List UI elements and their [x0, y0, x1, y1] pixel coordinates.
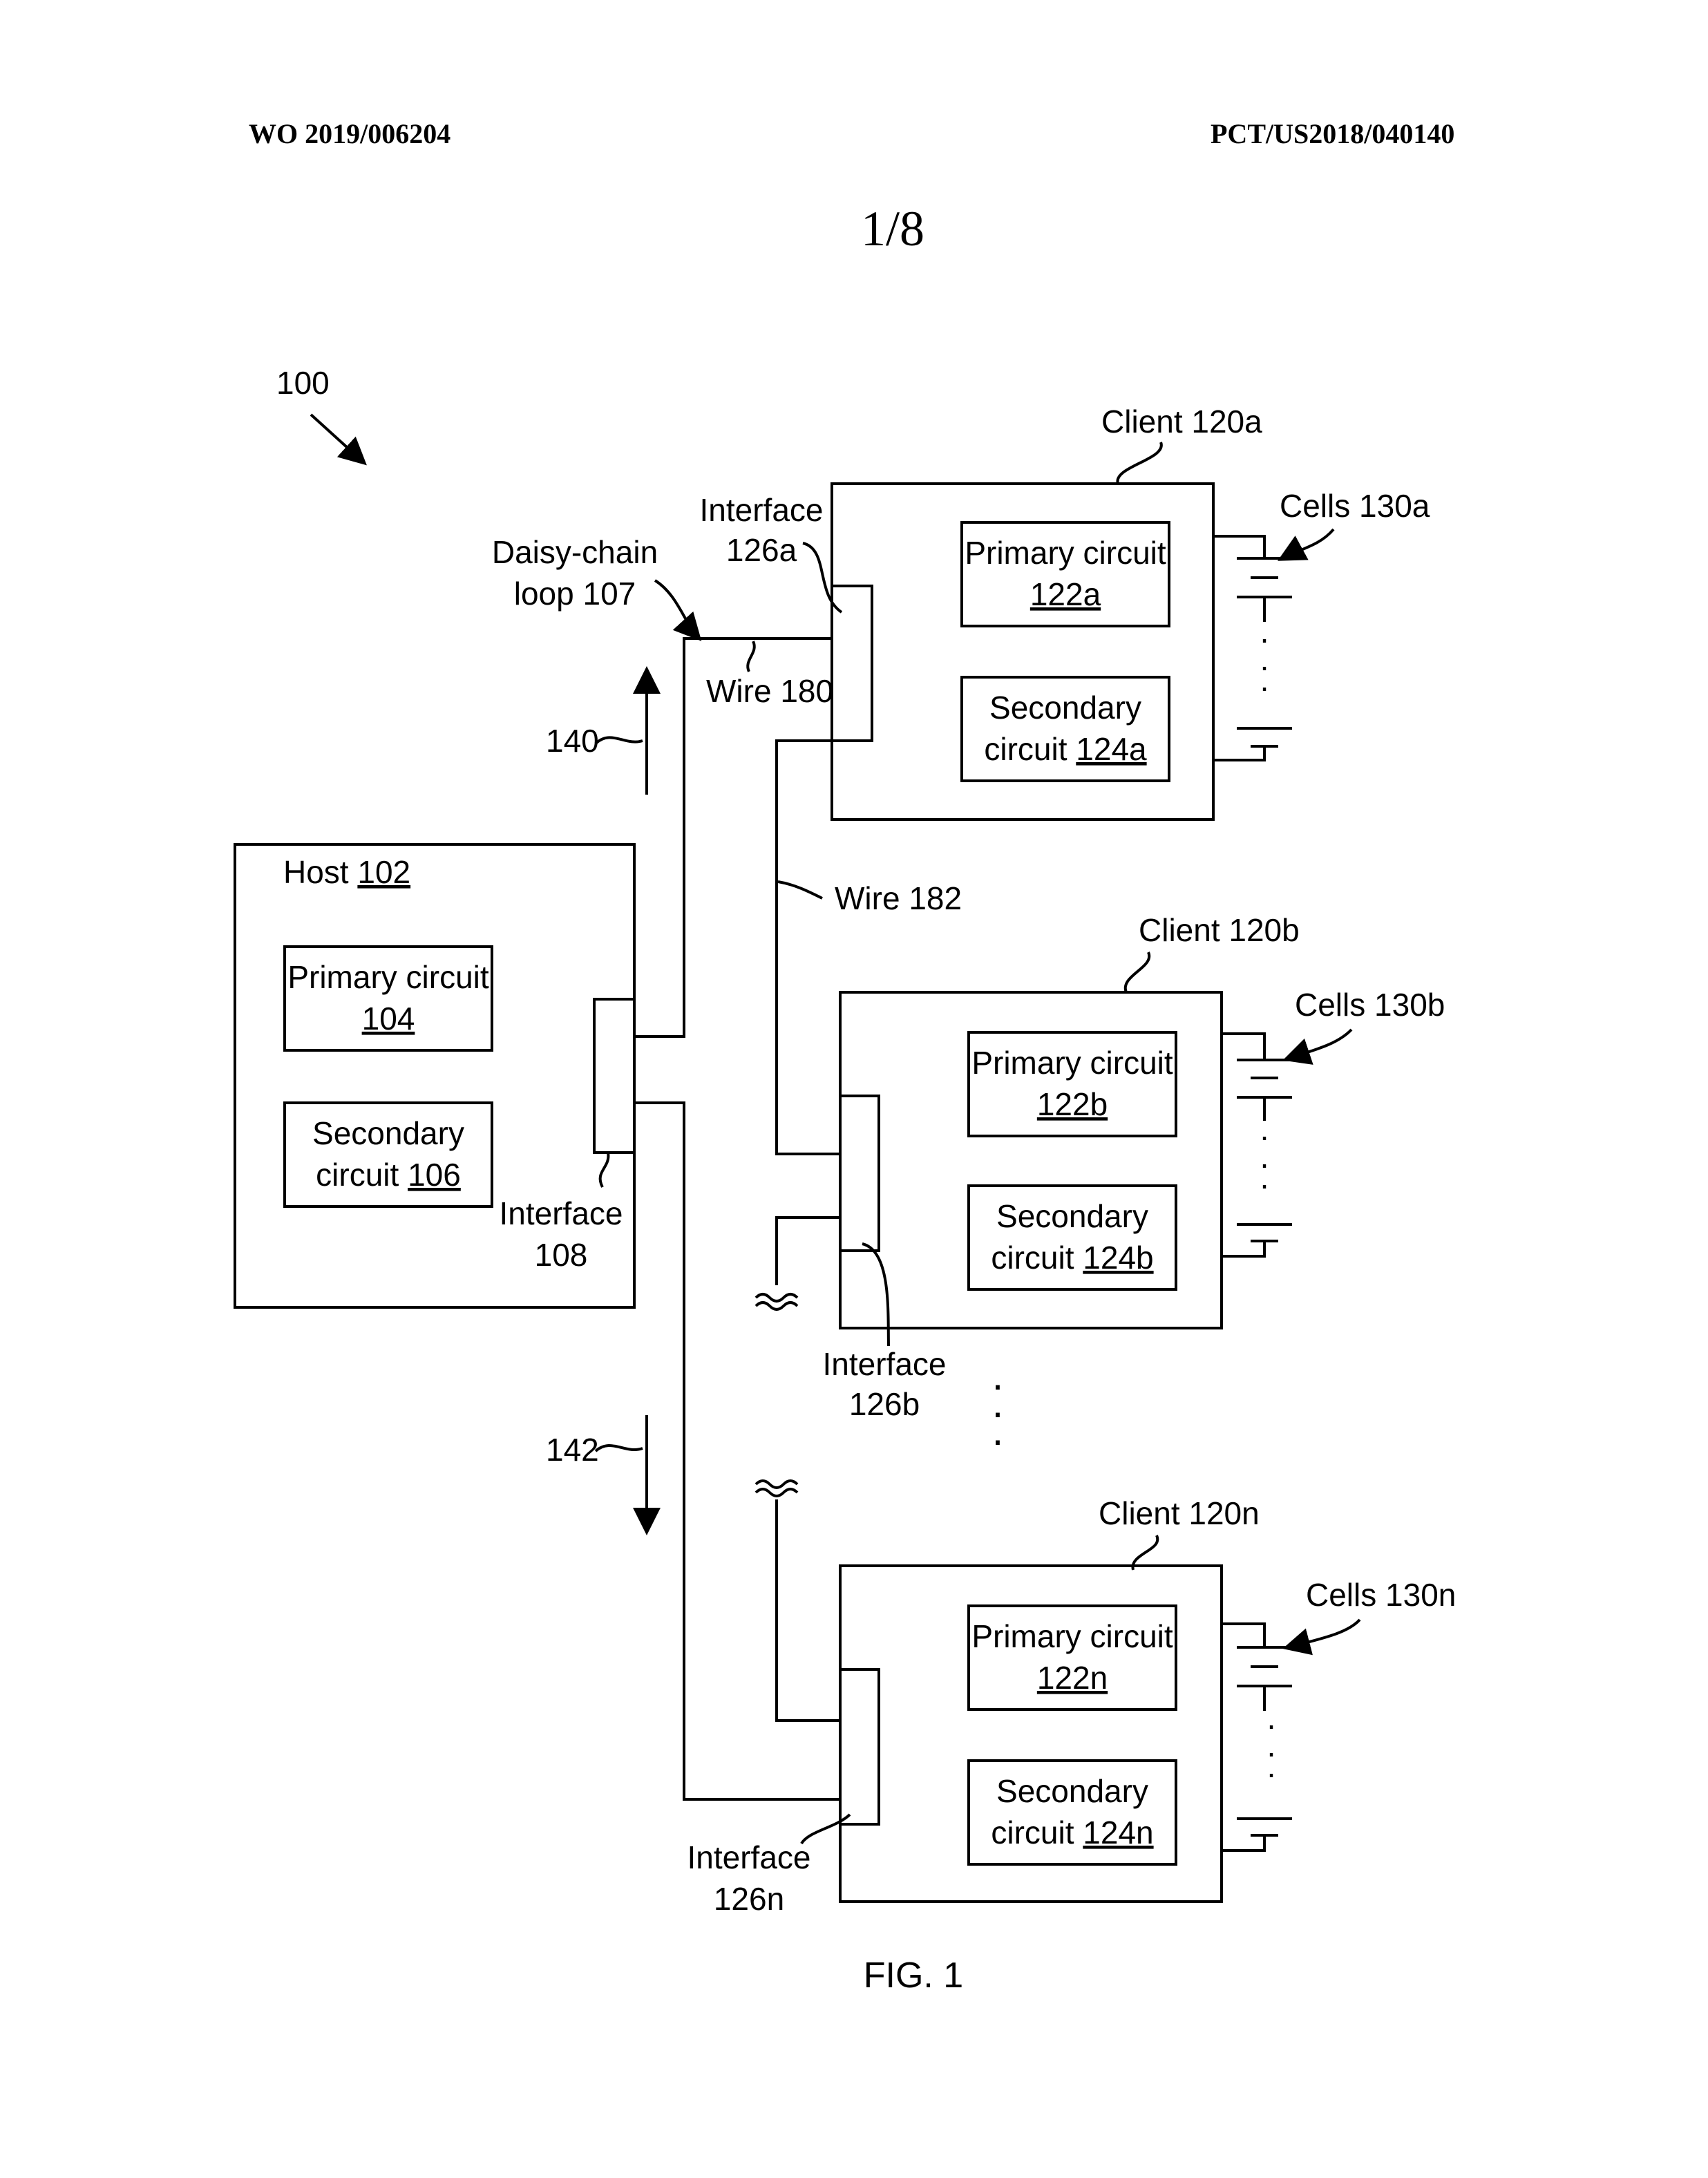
wire-182-label: Wire 182: [835, 880, 962, 916]
client-120a-secondary-ref: circuit 124a: [984, 731, 1147, 767]
client-120a-interface-leader: [802, 542, 843, 614]
wire-182-leader: [777, 880, 823, 900]
cells-130b-ellipsis-1: ·: [1259, 1118, 1269, 1154]
client-120b-primary-ref: 122b: [1037, 1086, 1108, 1122]
clients-ellipsis-1: ·: [991, 1361, 1005, 1408]
client-120a-secondary-label: Secondary: [989, 690, 1141, 726]
client-120a-interface-ref: 126a: [726, 532, 797, 568]
break-mark-b-2: [755, 1301, 799, 1311]
client-120n-primary-ref: 122n: [1037, 1660, 1108, 1696]
host-secondary-label: Secondary: [312, 1115, 464, 1151]
host-interface-label: Interface: [500, 1195, 623, 1231]
cells-130a-label: Cells 130a: [1280, 488, 1430, 524]
cells-130b-ellipsis-2: ·: [1259, 1146, 1269, 1182]
cells-130a-wire-top: [1213, 535, 1266, 558]
client-120a-primary-label: Primary circuit: [965, 535, 1166, 571]
client-120n-primary-box: [967, 1604, 1177, 1711]
client-120n-primary-label: Primary circuit: [971, 1618, 1173, 1654]
arrow-140-leader: [594, 736, 643, 745]
client-120b-title: Client 120b: [1139, 912, 1300, 948]
client-120a-interface-block: [831, 585, 873, 742]
client-120a-primary-ref: 122a: [1030, 576, 1101, 612]
cells-130n-ellipsis-3: ·: [1266, 1755, 1276, 1791]
client-120b-secondary-box: [967, 1184, 1177, 1291]
wire-b-continue: [775, 1216, 840, 1285]
client-120b-interface-leader: [862, 1242, 890, 1347]
break-mark-b-1: [755, 1293, 799, 1303]
client-120n-interface-block: [839, 1668, 880, 1826]
wire-return: [634, 1101, 847, 1801]
cells-130b-wire-top: [1222, 1032, 1266, 1060]
cells-130a-ellipsis-1: ·: [1259, 621, 1269, 656]
daisy-chain-label-2: loop 107: [514, 576, 636, 612]
arrow-142-leader: [594, 1444, 643, 1452]
client-120b-interface-label: Interface: [823, 1346, 947, 1382]
client-120n-leader: [1131, 1535, 1159, 1571]
client-120b-primary-box: [967, 1031, 1177, 1137]
client-120n-interface-label: Interface: [687, 1839, 811, 1875]
host-primary-circuit-box: [283, 945, 493, 1052]
daisy-chain-arrow: [654, 579, 702, 641]
cells-130n-wire-bottom: [1222, 1835, 1266, 1852]
host-secondary-ref: circuit 106: [316, 1157, 461, 1193]
client-120n-secondary-box: [967, 1759, 1177, 1866]
clients-ellipsis-2: ·: [991, 1389, 1005, 1435]
cells-130b-label: Cells 130b: [1295, 987, 1445, 1023]
client-120n-secondary-ref: circuit 124n: [991, 1815, 1153, 1850]
break-mark-n-1: [755, 1479, 799, 1489]
clients-ellipsis-3: ·: [991, 1417, 1005, 1463]
system-ref-label: 100: [276, 365, 330, 401]
client-120b-secondary-label: Secondary: [996, 1198, 1148, 1234]
application-number: PCT/US2018/040140: [1211, 118, 1455, 149]
host-interface-leader: [598, 1152, 610, 1188]
cells-130a-ellipsis-2: ·: [1259, 648, 1269, 684]
break-mark-n-2: [755, 1488, 799, 1497]
host-title: Host 102: [283, 854, 410, 890]
cells-130n-ellipsis-1: ·: [1266, 1707, 1276, 1743]
arrow-142-label: 142: [546, 1432, 599, 1468]
daisy-chain-label: Daisy-chain: [492, 534, 658, 570]
cells-130b-wire-bottom: [1222, 1241, 1266, 1258]
client-120n-title: Client 120n: [1099, 1495, 1260, 1531]
cells-130a-wire-bottom: [1213, 746, 1266, 761]
cells-130b-ellipsis-3: ·: [1259, 1166, 1269, 1202]
host-interface-block: [593, 998, 636, 1154]
client-120b-leader: [1123, 951, 1151, 993]
client-120b-primary-label: Primary circuit: [971, 1045, 1173, 1081]
cells-130n-arrow: [1282, 1618, 1361, 1656]
client-120n-interface-ref: 126n: [714, 1881, 784, 1917]
arrow-140-label: 140: [546, 723, 599, 759]
cells-130b-arrow: [1282, 1028, 1353, 1065]
sheet-number: 1/8: [861, 201, 925, 256]
client-120a-primary-box: [960, 521, 1170, 627]
client-120b-secondary-ref: circuit 124b: [991, 1240, 1153, 1276]
wire-180: [634, 637, 832, 1038]
client-120a-title: Client 120a: [1101, 404, 1262, 439]
cells-130n-ellipsis-2: ·: [1266, 1734, 1276, 1770]
system-ref-arrow: [310, 413, 367, 466]
client-120b-interface-block: [839, 1095, 880, 1252]
client-120b-interface-ref: 126b: [849, 1386, 920, 1422]
cells-130n-label: Cells 130n: [1306, 1577, 1456, 1613]
wire-n-in: [775, 1499, 840, 1722]
figure-caption: FIG. 1: [864, 1956, 963, 1996]
cells-130n-wire-top: [1222, 1622, 1266, 1647]
client-120n-interface-leader: [800, 1813, 851, 1845]
cells-130a-arrow: [1277, 528, 1335, 561]
client-120n-secondary-label: Secondary: [996, 1773, 1148, 1809]
cells-130a-ellipsis-3: ·: [1259, 669, 1269, 705]
wire-182: [775, 739, 840, 1155]
host-primary-label: Primary circuit: [287, 959, 489, 995]
host-interface-ref: 108: [535, 1237, 588, 1273]
client-120a-secondary-box: [960, 676, 1170, 782]
host-secondary-circuit-box: [283, 1101, 493, 1208]
client-120a-interface-label: Interface: [700, 492, 824, 528]
host-primary-ref: 104: [362, 1001, 415, 1036]
publication-number: WO 2019/006204: [249, 118, 451, 149]
wire-180-label: Wire 180: [706, 673, 833, 709]
wire-180-leader: [746, 641, 756, 672]
client-120a-leader: [1116, 442, 1163, 484]
